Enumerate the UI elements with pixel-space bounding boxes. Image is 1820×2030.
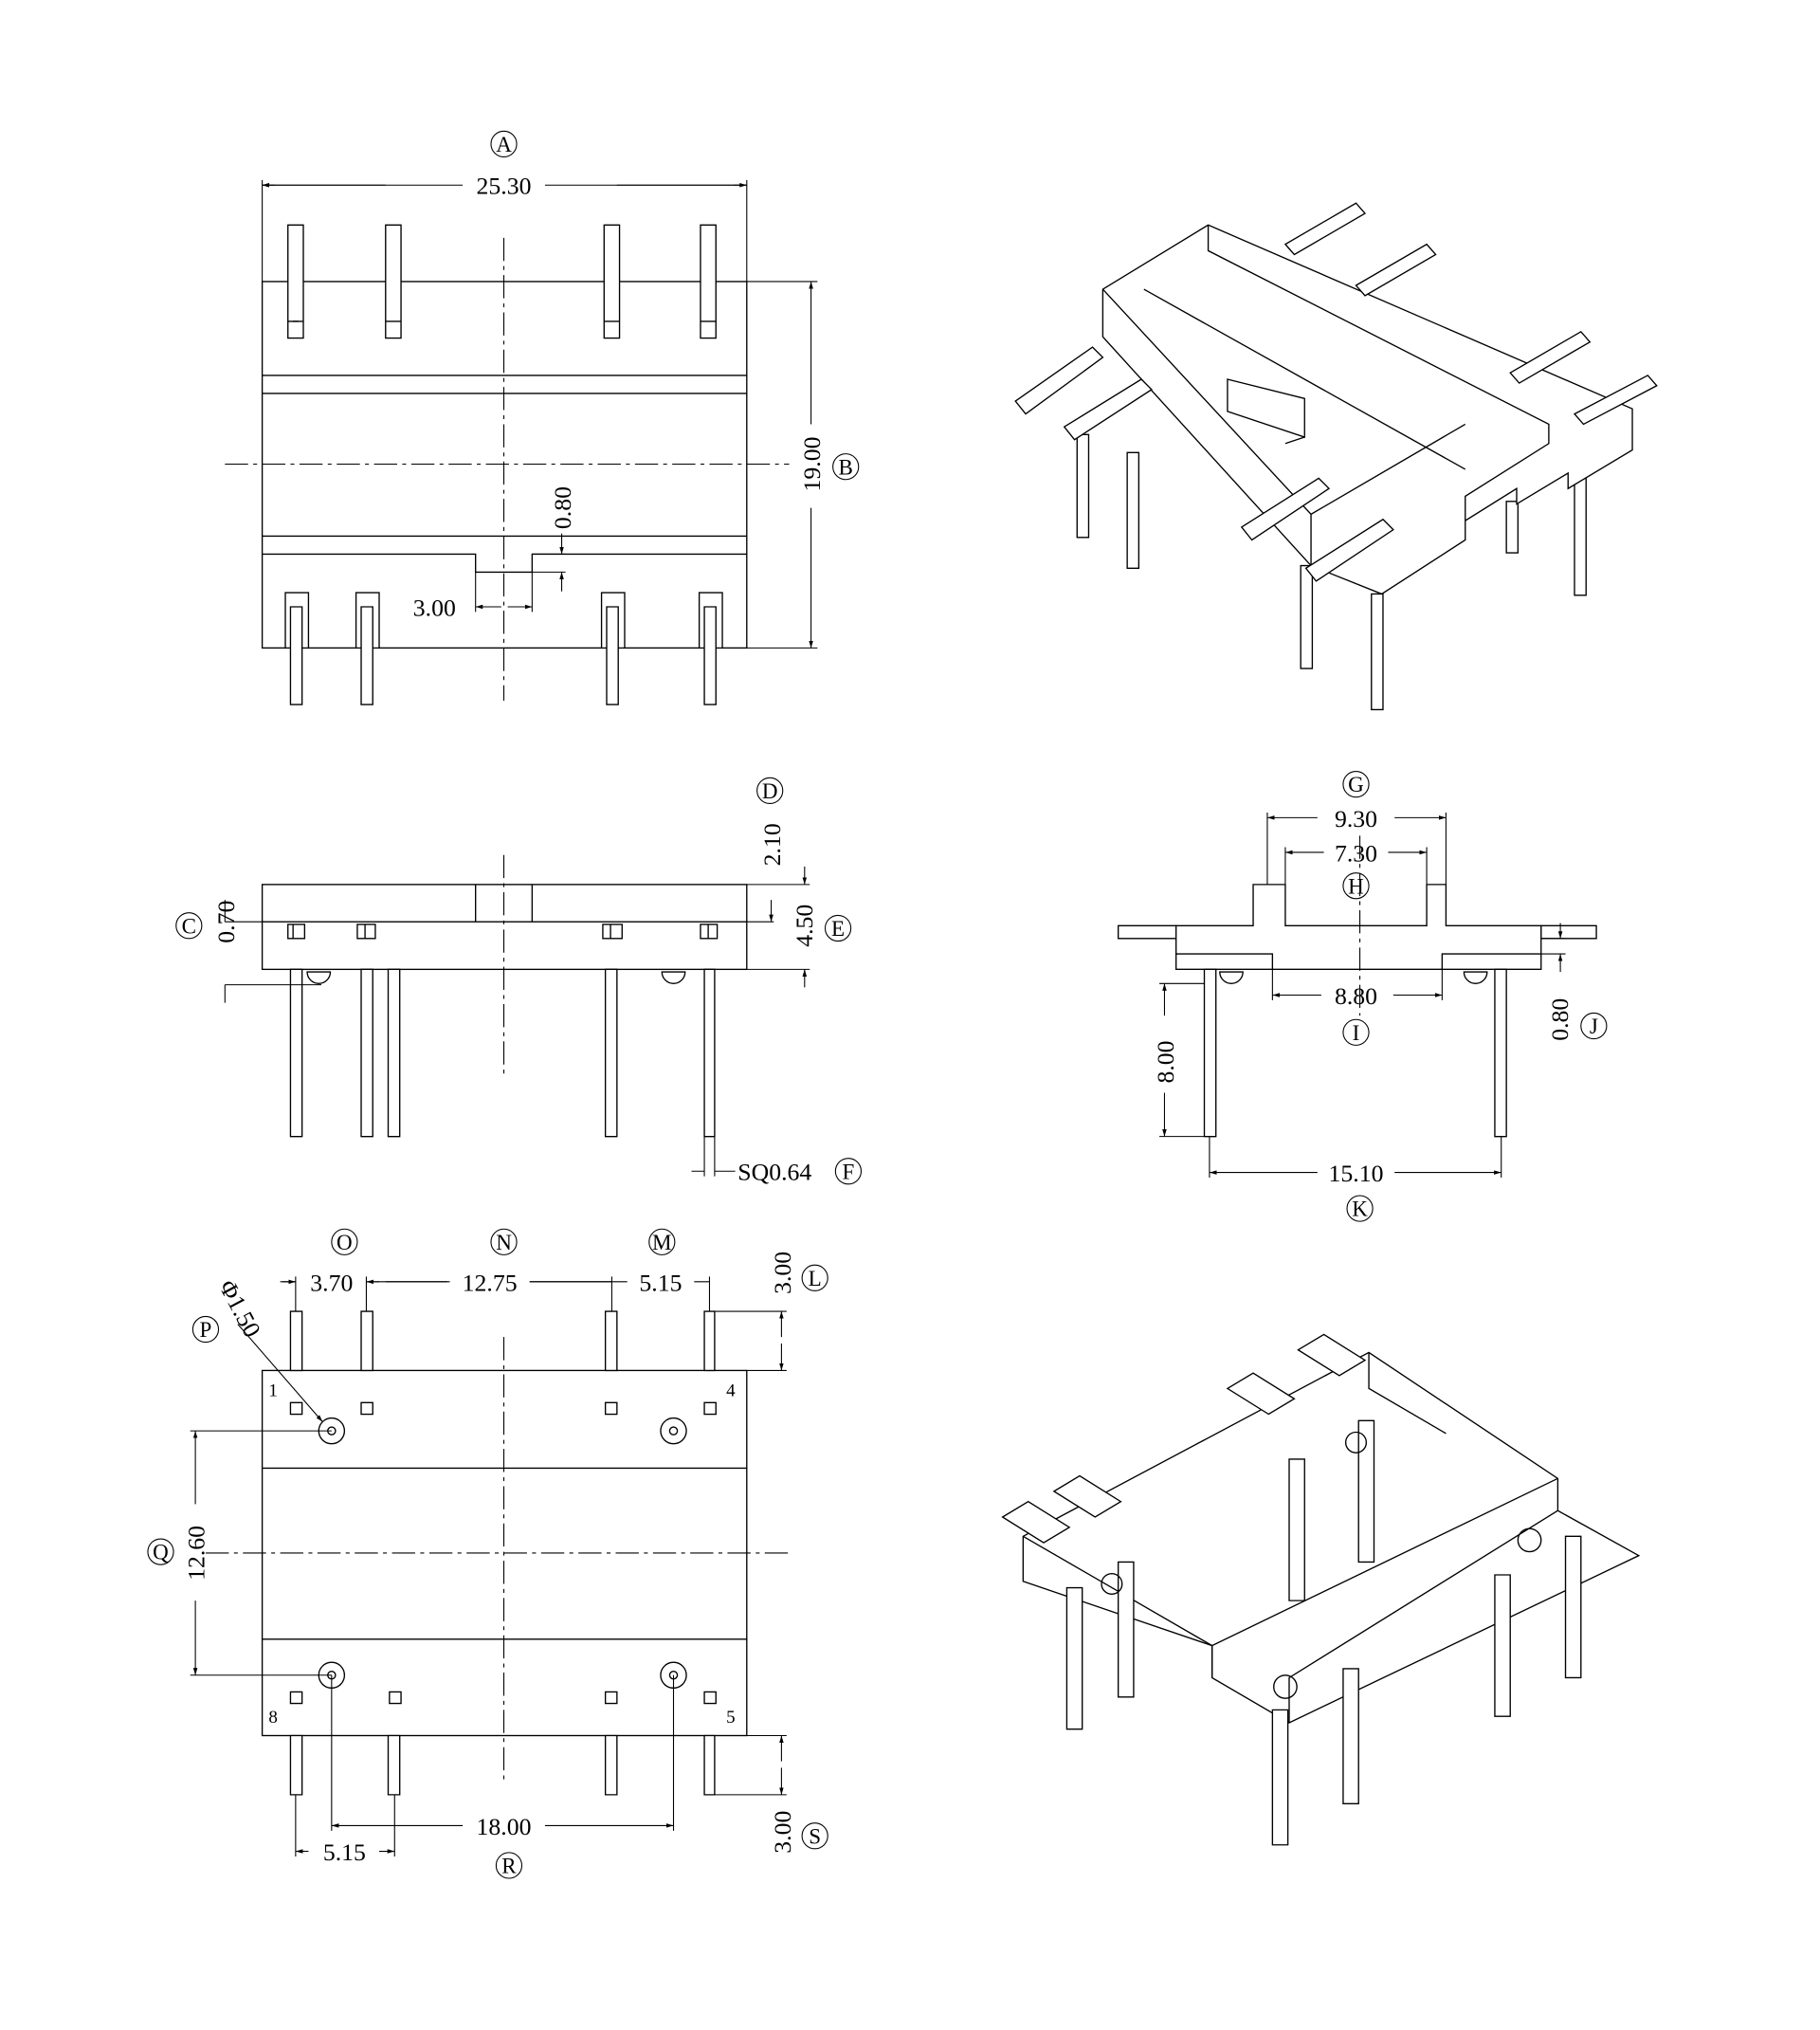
dim-o-value: 3.70 [310, 1269, 353, 1296]
label-p: P [200, 1317, 212, 1342]
dim-slot-depth: 0.80 [549, 486, 576, 529]
dim-f-value: SQ0.64 [737, 1159, 811, 1186]
label-k: K [1352, 1197, 1368, 1221]
isometric-view-top [1014, 202, 1658, 711]
label-e: E [831, 916, 845, 941]
label-l: L [809, 1266, 822, 1290]
label-r: R [501, 1854, 517, 1878]
top-body [261, 281, 748, 649]
label-n: N [496, 1230, 512, 1254]
end-view: 9.30 G 7.30 H 8.80 I 0.80 J 8.00 15.10 K [1117, 771, 1608, 1222]
dim-r-sub-value: 5.15 [323, 1838, 366, 1866]
dim-g-value: 9.30 [1335, 805, 1377, 832]
dim-a-value: 25.30 [477, 173, 532, 200]
top-view: 25.30 A 19.00 B 0.80 3.00 [225, 130, 860, 705]
dim-r-value: 18.00 [477, 1813, 532, 1840]
label-h: H [1348, 873, 1364, 898]
dim-pin-length: 8.00 [1152, 1040, 1179, 1083]
label-b: B [839, 454, 853, 479]
pin-number-4: 4 [726, 1381, 736, 1401]
label-m: M [652, 1230, 672, 1254]
isometric-view-bottom [1001, 1333, 1641, 1846]
dim-p-value: Φ1.50 [213, 1275, 266, 1342]
label-i: I [1353, 1020, 1360, 1045]
top-pins-lower [284, 592, 723, 705]
side-view: 0.70 C 2.10 D 4.50 E SQ0.64 F [175, 777, 863, 1186]
dim-c-value: 0.70 [212, 901, 240, 943]
dim-i-value: 8.80 [1335, 982, 1377, 1010]
dim-l-value: 3.00 [769, 1252, 796, 1294]
dim-k-value: 15.10 [1329, 1160, 1384, 1187]
top-pins-upper [287, 224, 717, 339]
label-j: J [1590, 1014, 1598, 1038]
dim-e-value: 4.50 [791, 905, 818, 947]
label-g: G [1348, 772, 1364, 796]
label-c: C [182, 913, 196, 938]
pin-number-1: 1 [268, 1381, 277, 1401]
dim-m-value: 5.15 [639, 1269, 682, 1296]
dim-j-value: 0.80 [1546, 998, 1574, 1041]
bottom-view: 1 4 8 5 3.70 12.75 5.15 O N M 3.00 L Φ1.… [147, 1228, 828, 1879]
dim-s-value: 3.00 [769, 1811, 796, 1854]
dim-h-value: 7.30 [1335, 839, 1377, 867]
label-o: O [337, 1230, 353, 1254]
label-f: F [843, 1159, 855, 1183]
dim-slot-width: 3.00 [413, 594, 456, 621]
iso-pins [1065, 1419, 1582, 1846]
dim-b-value: 19.00 [798, 437, 826, 492]
dim-q-value: 12.60 [183, 1526, 210, 1581]
pin-number-5: 5 [726, 1708, 735, 1728]
label-a: A [496, 132, 512, 156]
label-q: Q [153, 1540, 169, 1564]
dim-d-value: 2.10 [758, 823, 786, 866]
label-d: D [762, 778, 778, 803]
dim-n-value: 12.75 [463, 1269, 518, 1296]
label-s: S [809, 1823, 821, 1848]
pin-number-8: 8 [268, 1708, 277, 1728]
